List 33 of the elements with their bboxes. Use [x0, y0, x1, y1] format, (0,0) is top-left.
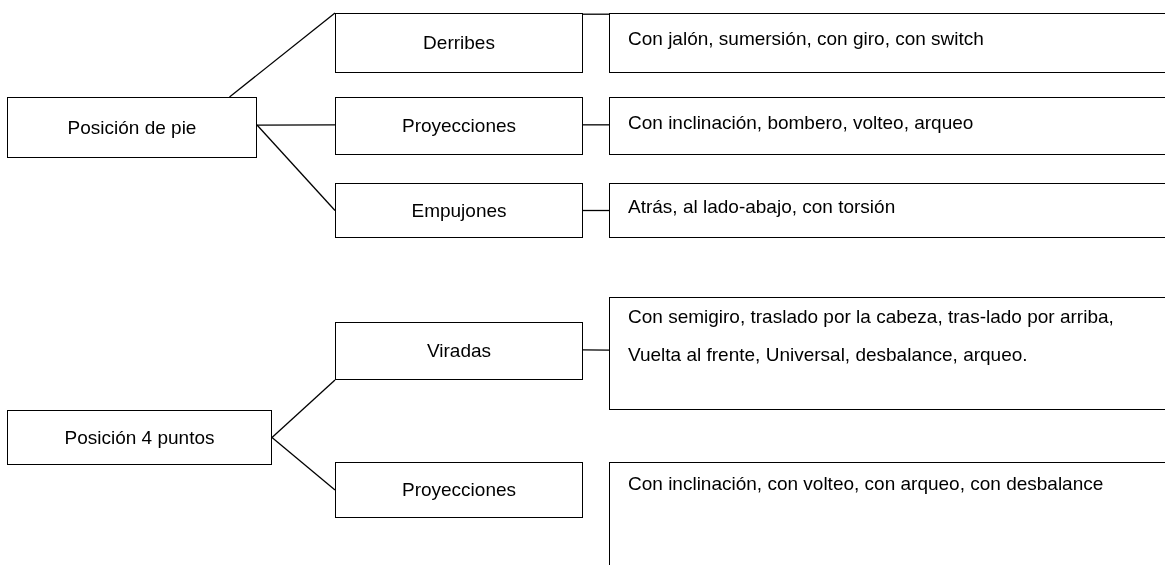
connector-line [256, 124, 336, 212]
category-box [335, 97, 583, 155]
box-label: Con inclinación, bombero, volteo, arqueo [628, 111, 974, 135]
box-label: Con semigiro, traslado por la cabeza, tras-lado por arriba, Vuelta al frente, Universal, desbalance, arqueo. [628, 305, 1115, 367]
box-label: Proyecciones [401, 478, 517, 502]
connector-line [256, 124, 336, 126]
box-label: Atrás, al lado-abajo, con torsión [628, 195, 896, 219]
connector-line [582, 124, 610, 126]
description-box [609, 183, 1165, 238]
connector-line [582, 209, 610, 212]
box-label: Con jalón, sumersión, con giro, con switch [628, 27, 984, 51]
connector-line [271, 379, 336, 439]
connector-line [271, 436, 336, 491]
description-box [609, 297, 1165, 410]
box-label: Posición 4 puntos [64, 425, 215, 450]
box-label: Posición de pie [67, 115, 197, 140]
category-box [7, 97, 257, 158]
description-box [609, 462, 1165, 565]
connector-line [582, 13, 610, 15]
connector-line [582, 349, 610, 351]
category-box [335, 183, 583, 238]
box-label: Con inclinación, con volteo, con arqueo, con desbalance [628, 472, 1104, 496]
box-label: Viradas [426, 339, 492, 363]
connector-line [228, 12, 336, 98]
category-box [335, 322, 583, 380]
box-label: Proyecciones [401, 114, 517, 138]
category-box [335, 13, 583, 73]
box-label: Empujones [411, 198, 507, 223]
category-box [7, 410, 272, 465]
category-box [335, 462, 583, 518]
description-box [609, 13, 1165, 73]
box-label: Derribes [423, 31, 495, 55]
description-box [609, 97, 1165, 155]
